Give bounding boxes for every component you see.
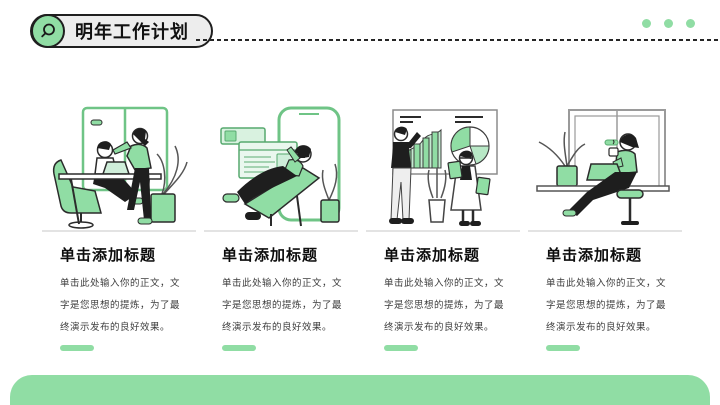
green-accent-bar [546,345,580,351]
illustration-person-relaxing-with-giant-phone [204,98,358,232]
green-dot [642,19,651,28]
illustration-two-people-presenting-charts [366,98,520,232]
green-dot [664,19,673,28]
relax-illustration [220,106,341,227]
bottom-green-bar [10,375,710,405]
column-body: 单击此处输入你的正文，文字是您思想的提炼，为了最终演示发布的良好效果。 [546,278,667,333]
column-title: 单击添加标题 [384,247,481,264]
illustration-woman-working-at-window-counter [528,98,682,232]
meeting-illustration [52,106,188,229]
column-3-text: 单击添加标题 单击此处输入你的正文，文字是您思想的提炼，为了最终演示发布的良好效… [366,232,520,351]
magnifier-icon [41,23,55,38]
window-counter-illustration [536,109,670,225]
header-dashed-divider [196,39,720,41]
illustration-two-colleagues-discussing-at-desk [42,98,196,232]
charts-illustration [389,109,498,226]
column-1: 单击添加标题 单击此处输入你的正文，文字是您思想的提炼，为了最终演示发布的良好效… [42,98,196,351]
column-body: 单击此处输入你的正文，文字是您思想的提炼，为了最终演示发布的良好效果。 [60,278,181,333]
page-title: 明年工作计划 [75,22,189,42]
green-accent-bar [60,345,94,351]
column-4: 单击添加标题 单击此处输入你的正文，文字是您思想的提炼，为了最终演示发布的良好效… [528,98,682,351]
column-title: 单击添加标题 [222,247,319,264]
column-3: 单击添加标题 单击此处输入你的正文，文字是您思想的提炼，为了最终演示发布的良好效… [366,98,520,351]
column-body: 单击此处输入你的正文，文字是您思想的提炼，为了最终演示发布的良好效果。 [384,278,505,333]
green-accent-bar [384,345,418,351]
magnifier-icon-badge [31,14,65,48]
column-1-text: 单击添加标题 单击此处输入你的正文，文字是您思想的提炼，为了最终演示发布的良好效… [42,232,196,351]
column-title: 单击添加标题 [60,247,157,264]
column-body: 单击此处输入你的正文，文字是您思想的提炼，为了最终演示发布的良好效果。 [222,278,343,333]
column-4-text: 单击添加标题 单击此处输入你的正文，文字是您思想的提炼，为了最终演示发布的良好效… [528,232,682,351]
content-columns: 单击添加标题 单击此处输入你的正文，文字是您思想的提炼，为了最终演示发布的良好效… [42,98,682,351]
green-dot [686,19,695,28]
column-title: 单击添加标题 [546,247,643,264]
column-2-text: 单击添加标题 单击此处输入你的正文，文字是您思想的提炼，为了最终演示发布的良好效… [204,232,358,351]
green-accent-bar [222,345,256,351]
slide-title-pill: 明年工作计划 [30,14,213,48]
decorative-dots [642,19,695,28]
column-2: 单击添加标题 单击此处输入你的正文，文字是您思想的提炼，为了最终演示发布的良好效… [204,98,358,351]
